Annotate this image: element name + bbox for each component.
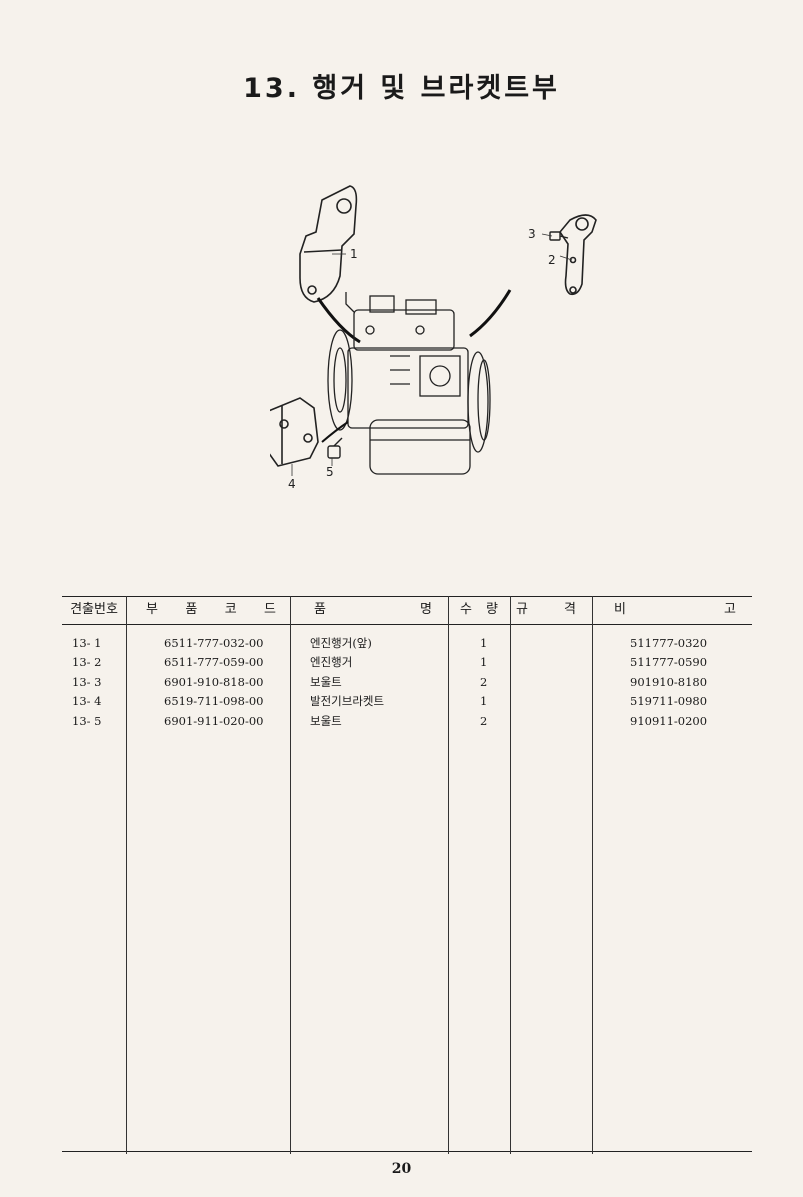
col-divider bbox=[290, 596, 291, 1154]
row-2-code: 6511-777-059-00 bbox=[164, 655, 264, 669]
table-bottom-rule bbox=[62, 1151, 752, 1152]
part-5-bolt bbox=[327, 437, 343, 459]
callout-5: 5 bbox=[326, 465, 334, 479]
row-3-name: 보울트 bbox=[310, 675, 342, 689]
row-4-index: 13- 4 bbox=[72, 694, 102, 708]
row-3-code: 6901-910-818-00 bbox=[164, 675, 264, 689]
engine-assembly bbox=[327, 292, 491, 475]
col-divider bbox=[126, 596, 127, 1154]
table-header-rule bbox=[62, 624, 752, 625]
row-3-index: 13- 3 bbox=[72, 675, 102, 689]
part-4-generator-bracket bbox=[270, 397, 319, 467]
part-1-engine-hanger-front bbox=[299, 185, 358, 303]
header-part-code: 부 품 코 드 bbox=[146, 602, 276, 617]
col-divider bbox=[592, 596, 593, 1154]
row-1-qty: 1 bbox=[480, 636, 488, 650]
table-top-rule bbox=[62, 596, 752, 597]
callout-2: 2 bbox=[548, 253, 556, 267]
row-5-code: 6901-911-020-00 bbox=[164, 714, 264, 728]
parts-table: 견출번호 부 품 코 드 품 명 수 량 규 격 비 고 13- 1 6511-… bbox=[62, 596, 752, 1154]
row-1-remark: 511777-0320 bbox=[630, 636, 708, 650]
row-2-name: 엔진행거 bbox=[310, 655, 353, 669]
row-1-name: 엔진행거(앞) bbox=[310, 636, 372, 650]
row-1-index: 13- 1 bbox=[72, 636, 102, 650]
header-remarks: 비 고 bbox=[614, 602, 736, 617]
row-4-qty: 1 bbox=[480, 694, 488, 708]
header-part-name: 품 명 bbox=[314, 602, 432, 617]
row-5-name: 보울트 bbox=[310, 714, 342, 728]
row-5-qty: 2 bbox=[480, 714, 488, 728]
row-2-index: 13- 2 bbox=[72, 655, 102, 669]
row-3-remark: 901910-8180 bbox=[630, 675, 708, 689]
row-1-code: 6511-777-032-00 bbox=[164, 636, 264, 650]
part-2-engine-hanger bbox=[559, 214, 597, 296]
callout-3: 3 bbox=[528, 227, 536, 241]
row-2-remark: 511777-0590 bbox=[630, 655, 708, 669]
row-3-qty: 2 bbox=[480, 675, 488, 689]
row-4-remark: 519711-0980 bbox=[630, 694, 708, 708]
parts-diagram: 1 2 3 4 5 bbox=[270, 185, 597, 491]
row-4-name: 발전기브라켓트 bbox=[310, 694, 385, 708]
callout-1: 1 bbox=[350, 247, 358, 261]
header-index: 견출번호 bbox=[70, 602, 118, 617]
page-number: 20 bbox=[391, 1161, 412, 1177]
callout-4: 4 bbox=[288, 477, 296, 491]
header-spec: 규 격 bbox=[516, 602, 576, 617]
header-quantity: 수 량 bbox=[460, 602, 498, 617]
row-4-code: 6519-711-098-00 bbox=[164, 694, 264, 708]
row-5-remark: 910911-0200 bbox=[630, 714, 708, 728]
col-divider bbox=[448, 596, 449, 1154]
col-divider bbox=[510, 596, 511, 1154]
page-title: 13. 행거 및 브라켓트부 bbox=[243, 73, 560, 104]
row-5-index: 13- 5 bbox=[72, 714, 102, 728]
row-2-qty: 1 bbox=[480, 655, 488, 669]
